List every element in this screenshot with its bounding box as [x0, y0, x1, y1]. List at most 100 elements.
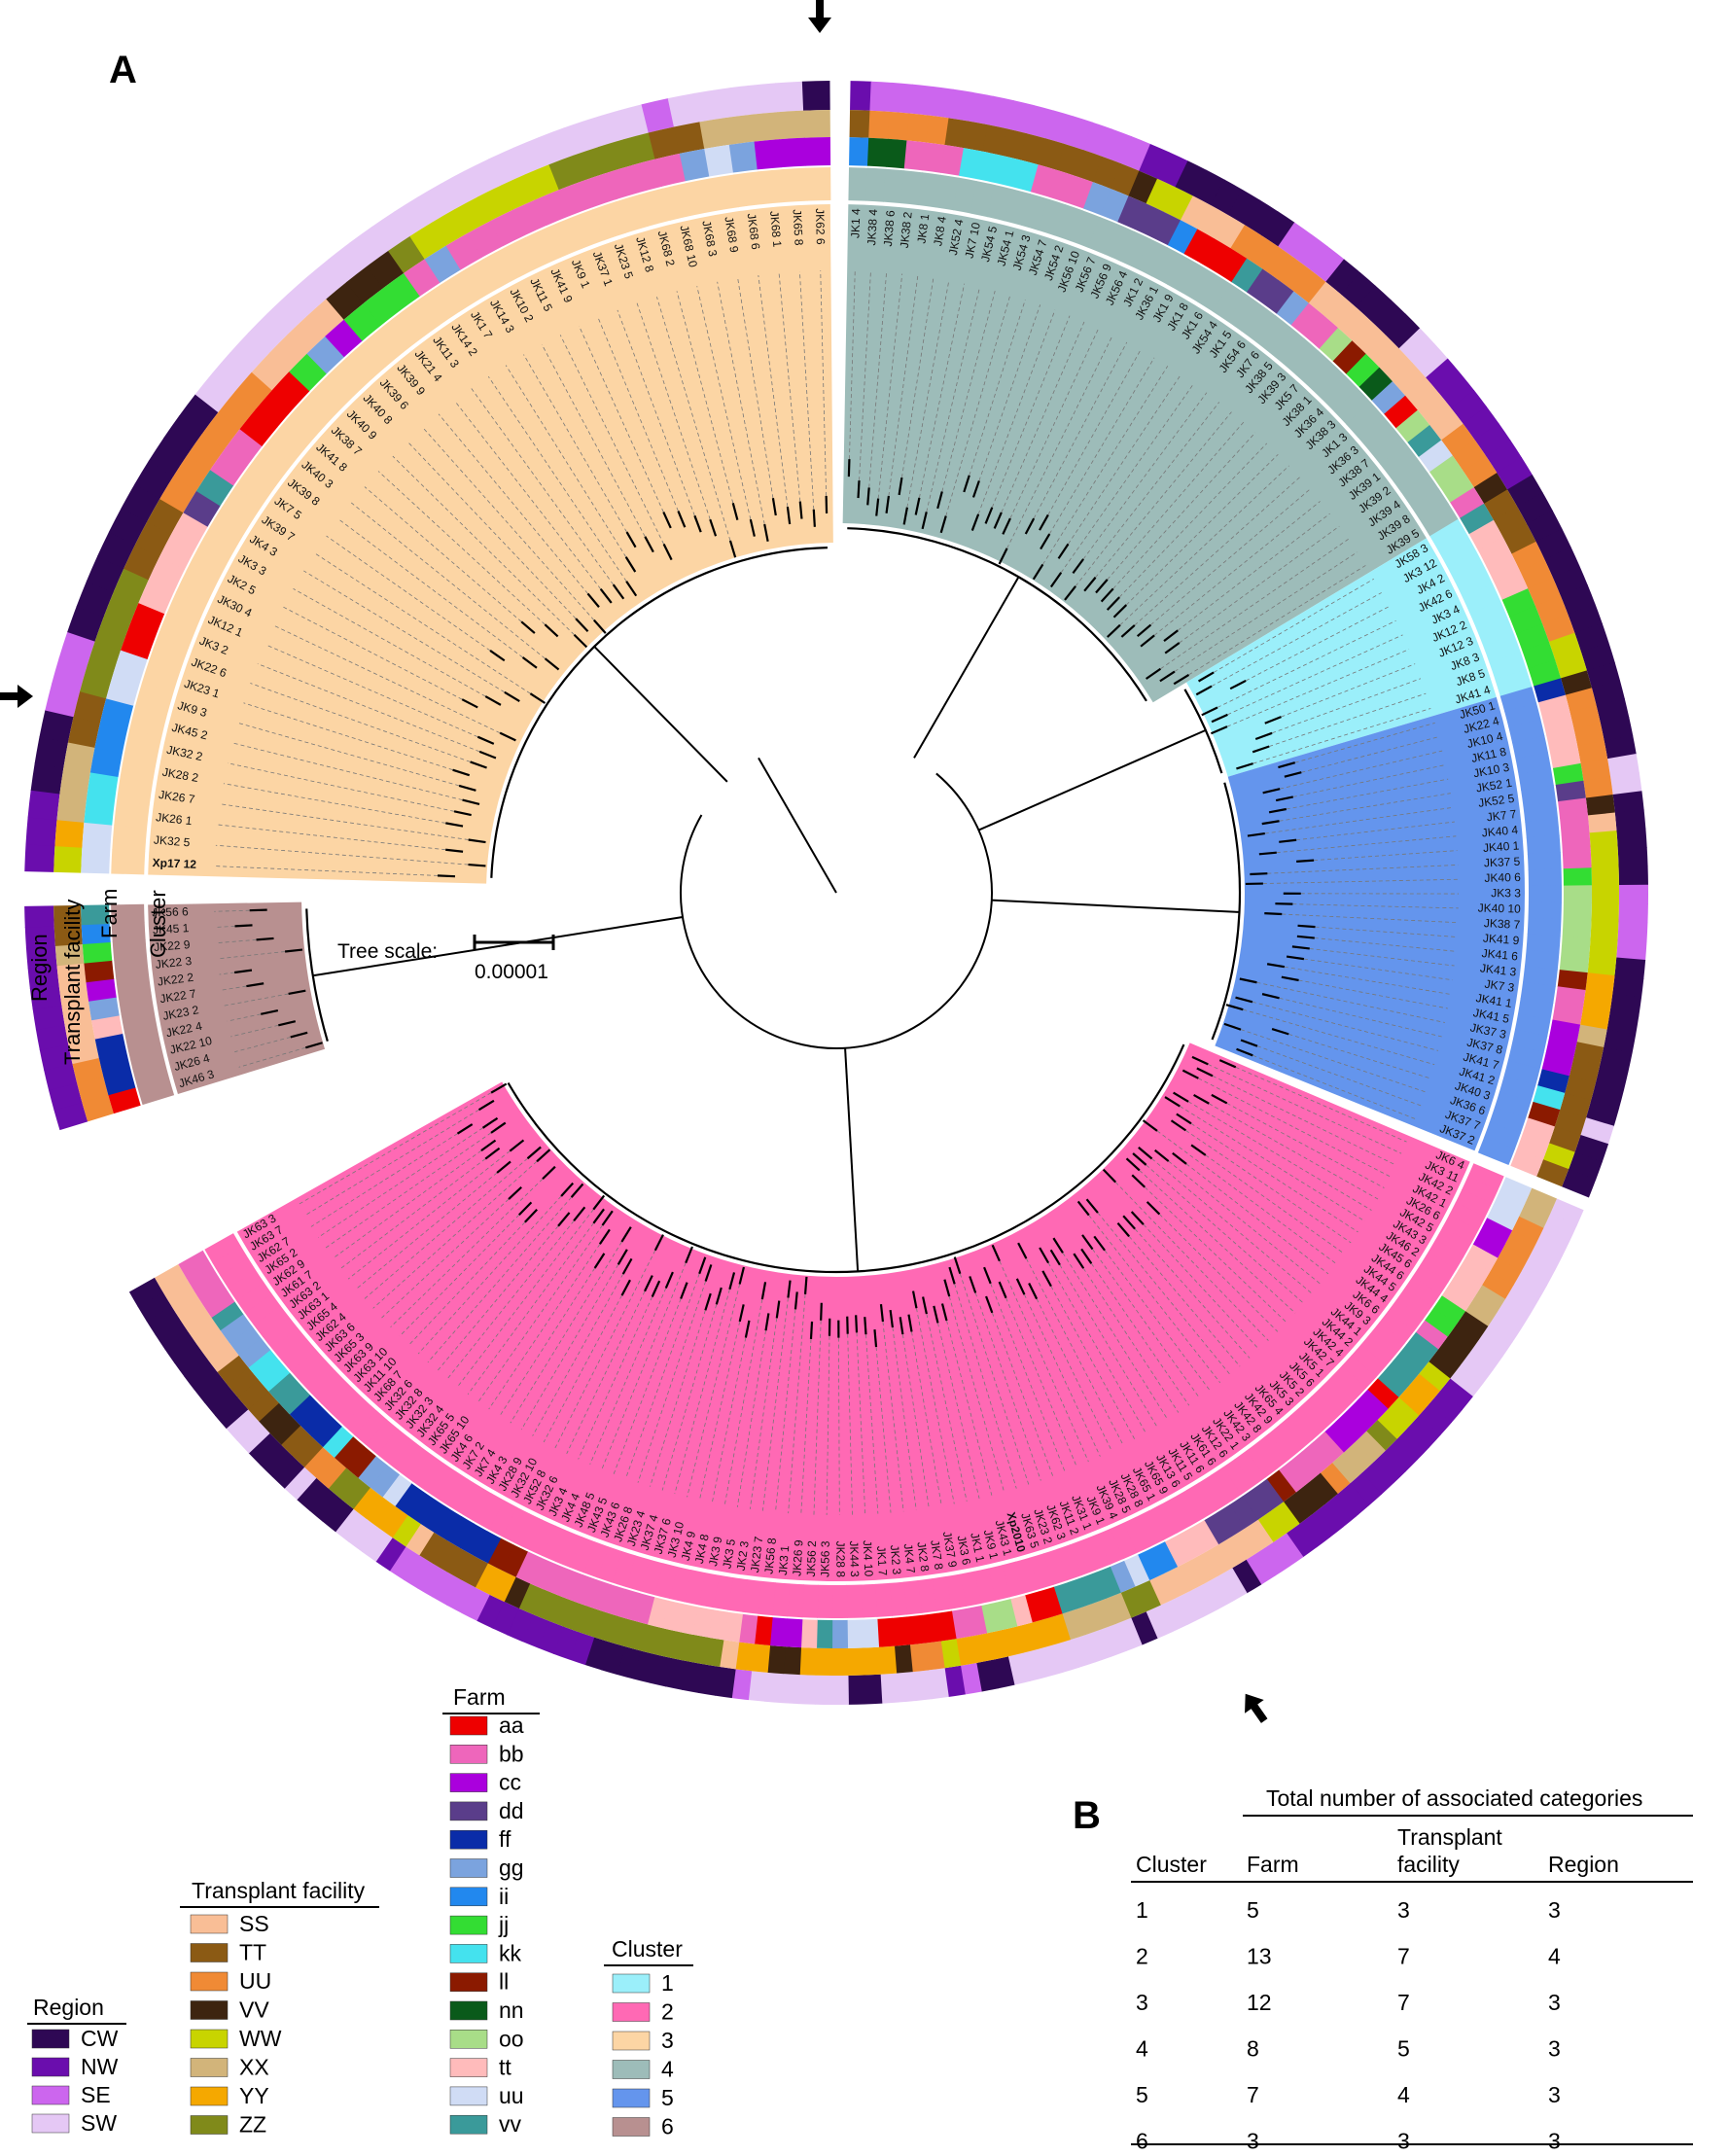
cluster-cell	[234, 466, 276, 506]
region-cell	[1210, 179, 1244, 216]
cluster-cell	[424, 1463, 456, 1500]
cluster-cell	[1054, 204, 1083, 242]
leaf-label: JK26 7	[158, 788, 195, 806]
region-cell	[968, 91, 995, 125]
leaf-label: JK56 8	[761, 1537, 779, 1574]
region-cell	[1612, 791, 1644, 814]
table-cell: 4	[1397, 2082, 1410, 2107]
cluster-cell	[235, 1281, 272, 1314]
cluster-cell	[228, 1269, 264, 1301]
transplant-cell	[719, 1640, 740, 1670]
transplant-cell	[815, 1647, 833, 1676]
region-cell	[1337, 1483, 1370, 1517]
region-cell	[34, 736, 69, 768]
tip-branch	[1039, 513, 1049, 531]
cluster-cell	[597, 1546, 622, 1583]
region-cell	[1023, 1648, 1047, 1681]
cluster-cell	[1185, 1482, 1217, 1519]
cluster-cell	[462, 1486, 493, 1523]
transplant-cell	[1134, 1580, 1161, 1612]
farm-cell	[271, 371, 310, 409]
transplant-cell	[944, 118, 970, 149]
farm-cell	[1346, 1399, 1378, 1432]
region-cell	[552, 1626, 580, 1660]
region-cell	[929, 86, 954, 119]
cluster-cell	[1388, 1299, 1424, 1332]
leaf-guide	[687, 1284, 741, 1498]
farm-cell	[922, 142, 946, 173]
leaf-guide	[676, 291, 734, 504]
tip-branch	[1140, 634, 1155, 648]
tip-branch	[570, 1183, 584, 1198]
leaf-label: JK52 1	[1475, 776, 1513, 795]
tip-branch	[677, 511, 687, 528]
legend-label-ff: ff	[499, 1826, 511, 1852]
transplant-cell	[446, 1547, 475, 1580]
farm-cell	[108, 1086, 141, 1114]
leaf-guide	[974, 1292, 1041, 1481]
tip-branch	[1252, 745, 1270, 754]
region-cell	[1610, 772, 1642, 795]
farm-cell	[866, 137, 889, 167]
cluster-cell	[441, 270, 479, 313]
leaf-guide	[238, 1046, 306, 1068]
transplant-cell	[1489, 1257, 1522, 1287]
tip-branch	[478, 750, 497, 760]
cluster-cell	[1499, 1076, 1536, 1102]
transplant-cell	[1561, 670, 1593, 696]
tip-branch	[764, 1313, 770, 1331]
farm-cell	[1418, 440, 1454, 473]
cluster-cell	[640, 1559, 664, 1596]
region-cell	[48, 1082, 83, 1111]
cluster-cell	[328, 358, 369, 400]
farm-cell	[1366, 1378, 1399, 1410]
leaf-guide	[422, 427, 595, 620]
region-cell	[1616, 938, 1647, 961]
transplant-cell	[1019, 133, 1046, 165]
region-cell	[775, 81, 804, 113]
region-cell	[375, 1537, 406, 1572]
tip-branch	[1264, 716, 1282, 725]
leaf-guide	[214, 909, 250, 912]
leaf-label: JK45 1	[153, 921, 190, 937]
leaf-guide	[800, 1338, 812, 1514]
leaf-label: JK8 1	[914, 213, 932, 245]
transplant-cell	[1565, 1076, 1596, 1101]
region-cell	[1609, 993, 1642, 1017]
transplant-cell	[1163, 187, 1194, 221]
tip-branch	[664, 1271, 674, 1290]
leaf-label: JK56 2	[804, 1540, 819, 1577]
tip-branch	[445, 822, 464, 828]
tip-branch	[1131, 1174, 1146, 1188]
cluster-cell	[488, 1500, 517, 1537]
cluster-cell	[1083, 1534, 1111, 1571]
tip-branch	[1085, 1198, 1099, 1214]
region-cell	[896, 1672, 916, 1703]
leaf-label: JK7 3	[1484, 977, 1516, 995]
leaf-label: JK22 2	[157, 971, 194, 989]
leaf-guide	[941, 291, 996, 492]
farm-cell	[892, 1616, 910, 1646]
cluster-cell	[1269, 326, 1305, 365]
farm-cell	[995, 1599, 1018, 1631]
leaf-guide	[1075, 402, 1220, 587]
tip-branch	[653, 1234, 664, 1252]
transplant-cell	[103, 591, 139, 627]
tip-branch	[1136, 623, 1152, 638]
leaf-guide	[999, 1260, 1089, 1463]
region-cell	[512, 137, 550, 175]
farm-cell	[1178, 1527, 1206, 1561]
table-cell: 4	[1136, 2036, 1148, 2062]
farm-cell	[906, 1614, 926, 1645]
farm-cell	[1301, 1441, 1333, 1473]
legend-label-cc: cc	[499, 1770, 521, 1795]
cluster-cell	[132, 1060, 170, 1087]
tip-branch	[288, 989, 306, 996]
tip-branch	[1073, 1253, 1085, 1269]
cluster-cell	[1477, 1137, 1515, 1166]
cluster-cell	[345, 341, 386, 383]
cluster-cell	[1527, 917, 1562, 937]
panel-b-label: B	[1073, 1794, 1101, 1837]
leaf-guide	[1185, 1163, 1329, 1275]
tip-branch	[1173, 673, 1190, 686]
